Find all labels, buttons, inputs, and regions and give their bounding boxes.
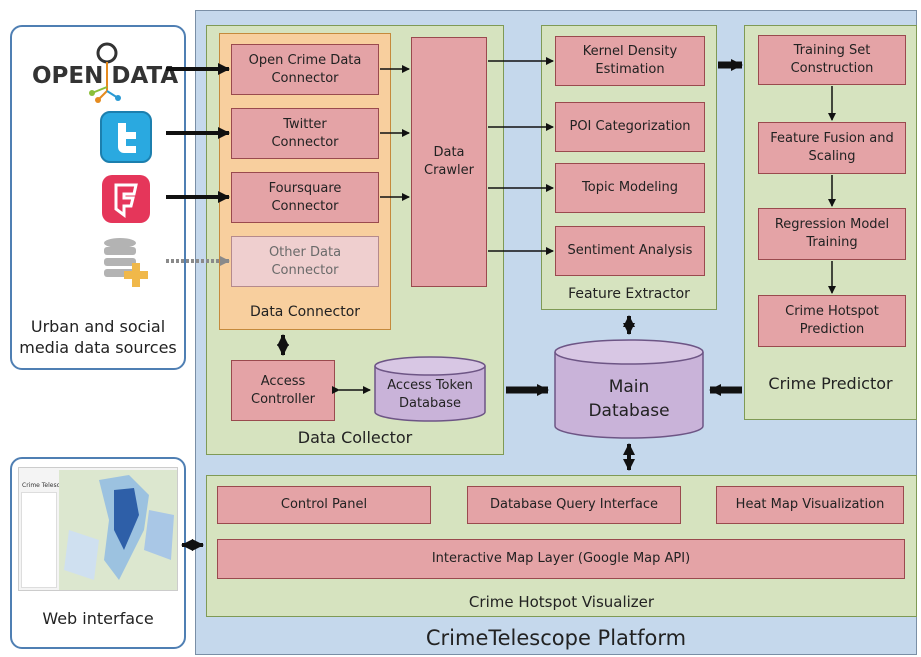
- main-db-line2: Database: [588, 400, 670, 421]
- crime-predictor-label: Crime Predictor: [768, 374, 893, 393]
- sources-label-line1: Urban and social: [30, 317, 166, 336]
- fe-line1: Topic Modeling: [582, 180, 678, 196]
- sources-label: Urban and social media data sources: [12, 317, 184, 359]
- twitter-icon: [100, 111, 152, 163]
- open-data-logo: OPEN DATA: [28, 37, 178, 112]
- interactive-map-layer: Interactive Map Layer (Google Map API): [217, 539, 905, 579]
- access-token-database: Access Token Database: [373, 356, 487, 422]
- cp-line1: Feature Fusion and: [770, 131, 894, 147]
- poi-categorization: POI Categorization: [555, 102, 705, 152]
- connector-line1: Open Crime Data: [248, 52, 362, 68]
- fe-line2: Estimation: [595, 62, 665, 77]
- connector-line1: Foursquare: [268, 180, 342, 196]
- data-connector-label: Data Connector: [249, 304, 361, 320]
- sentiment-analysis: Sentiment Analysis: [555, 226, 705, 276]
- access-token-db-line2: Database: [398, 395, 462, 411]
- data-collector-label: Data Collector: [297, 428, 413, 447]
- web-interface-label: Web interface: [42, 609, 154, 628]
- cp-line2: Scaling: [808, 149, 856, 164]
- access-token-db-line1: Access Token: [387, 378, 473, 393]
- cp-line2: Construction: [790, 61, 874, 76]
- connector-line2: Connector: [271, 198, 339, 214]
- open-data-logo-text: OPEN DATA: [32, 63, 178, 89]
- web-interface-thumbnail: Crime Telescope: [18, 467, 178, 591]
- query-interface-label: Database Query Interface: [489, 497, 658, 513]
- database-add-icon: [100, 235, 156, 291]
- topic-modeling: Topic Modeling: [555, 163, 705, 213]
- foursquare-icon: [102, 175, 150, 223]
- sources-label-line2: media data sources: [19, 337, 177, 357]
- database-query-interface: Database Query Interface: [467, 486, 681, 524]
- web-interface-panel: Crime Telescope Web interface: [10, 457, 186, 649]
- cp-line2: Training: [806, 235, 858, 250]
- platform-label: CrimeTelescope Platform: [425, 626, 687, 650]
- connector-line1: Twitter: [283, 116, 327, 132]
- connector-line1: Other Data: [268, 244, 342, 260]
- access-controller-line2: Controller: [251, 391, 315, 407]
- map-layer-label: Interactive Map Layer (Google Map API): [431, 551, 691, 567]
- fe-line1: Kernel Density: [582, 44, 678, 60]
- control-panel: Control Panel: [217, 486, 431, 524]
- thumb-sidebar: [21, 492, 57, 588]
- thumb-map: [59, 470, 177, 590]
- cp-line1: Crime Hotspot: [785, 304, 879, 320]
- main-db-line1: Main: [608, 377, 650, 397]
- cp-line1: Regression Model: [774, 217, 890, 233]
- fe-line1: POI Categorization: [569, 119, 691, 135]
- heat-map-label: Heat Map Visualization: [735, 497, 885, 513]
- feature-extractor-label: Feature Extractor: [568, 286, 690, 302]
- connector-line2: Connector: [271, 70, 339, 86]
- crawler-line1: Data: [433, 145, 465, 161]
- crawler-line2: Crawler: [424, 163, 474, 178]
- main-db-text: Main Database: [553, 376, 705, 424]
- fe-line1: Sentiment Analysis: [567, 243, 693, 259]
- connector-line2: Connector: [271, 134, 339, 150]
- visualizer-label: Crime Hotspot Visualizer: [468, 593, 655, 611]
- thumb-title: Crime Telescope: [22, 482, 72, 489]
- data-sources-panel: OPEN DATA Urban: [10, 25, 186, 370]
- connector-line2: Connector: [271, 262, 339, 278]
- main-database: Main Database: [553, 338, 705, 440]
- cp-line2: Prediction: [799, 322, 865, 337]
- access-controller-line1: Access: [260, 373, 306, 389]
- cp-line1: Training Set: [793, 43, 871, 59]
- heat-map-visualization: Heat Map Visualization: [716, 486, 904, 524]
- access-token-db-text: Access Token Database: [373, 377, 487, 412]
- control-panel-label: Control Panel: [280, 497, 368, 513]
